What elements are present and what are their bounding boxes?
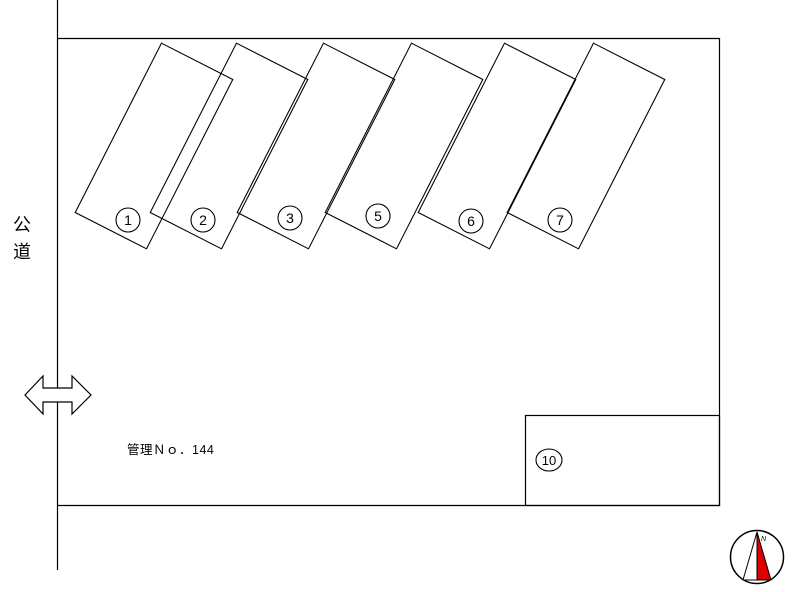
stall-2-badge: 2 <box>190 207 216 233</box>
stall-6-circle <box>458 208 484 234</box>
stall-10-outline <box>524 414 721 507</box>
stall-7-badge: 7 <box>547 207 573 233</box>
stall-5-outline <box>324 42 484 250</box>
stall-3-outline <box>236 42 396 250</box>
stall-3-circle <box>277 205 303 231</box>
road-label: 公道 <box>11 215 31 269</box>
stall-6-badge: 6 <box>458 208 484 234</box>
compass-needle-east <box>756 531 772 581</box>
stall-numbers: 1 2 3 5 6 7 <box>115 203 573 234</box>
compass-n-label: N <box>761 536 767 543</box>
stall-1-circle <box>115 207 141 233</box>
stall-2-number: 2 <box>199 212 207 228</box>
stall-10-number: 10 <box>542 453 556 468</box>
stall-5-number: 5 <box>374 208 382 224</box>
stall-2-outline <box>149 42 309 250</box>
stall-3-badge: 3 <box>277 205 303 231</box>
stall-5-circle <box>365 203 391 229</box>
stall-3-number: 3 <box>286 210 294 226</box>
stall-1-number: 1 <box>124 212 132 228</box>
stall-5-badge: 5 <box>365 203 391 229</box>
stall-1-badge: 1 <box>115 207 141 233</box>
stall-10-circle <box>535 448 563 472</box>
site-outline <box>57 37 721 507</box>
parking-stall-10: 10 <box>524 414 721 507</box>
stall-7-number: 7 <box>556 212 564 228</box>
stall-6-outline <box>417 42 577 250</box>
compass-north-indicator: N <box>729 529 785 585</box>
stall-1-outline <box>74 42 234 250</box>
stall-2-circle <box>190 207 216 233</box>
management-no-label: 管理Ｎｏ．144 <box>127 443 215 457</box>
stall-7-circle <box>547 207 573 233</box>
stall-outlines <box>74 42 666 250</box>
stall-7-outline <box>506 42 666 250</box>
two-way-road-arrow-icon <box>24 374 92 416</box>
stall-6-number: 6 <box>467 213 475 229</box>
site-boundary <box>56 0 721 570</box>
